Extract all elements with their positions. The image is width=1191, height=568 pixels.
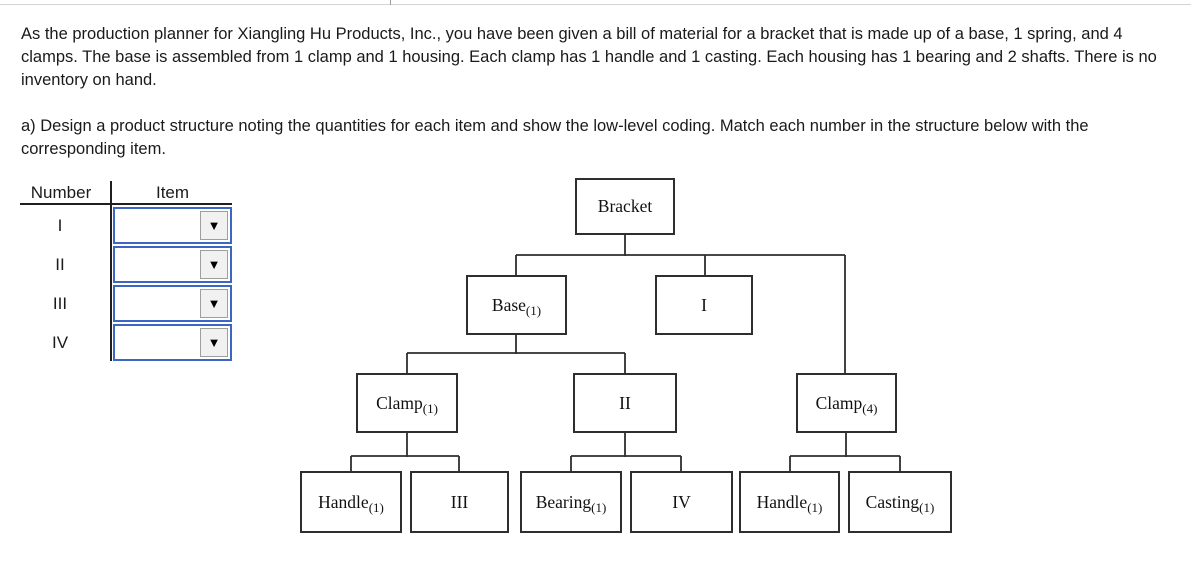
node-label: II: [619, 392, 631, 413]
top-divider-line: [0, 4, 1191, 5]
node-quantity: (1): [919, 500, 935, 515]
node-label: Base: [491, 294, 526, 315]
dropdown-button[interactable]: ▼: [200, 250, 228, 279]
column-header-number: Number: [30, 183, 92, 202]
item-select-1[interactable]: ▼: [113, 207, 232, 244]
row-label-1: I: [57, 215, 63, 235]
item-select-2[interactable]: ▼: [113, 246, 232, 283]
node-label: Bracket: [597, 196, 653, 216]
diagram-node-number-1: I: [655, 275, 753, 335]
diagram-node-number-3: III: [410, 471, 509, 533]
diagram-node-bearing: Bearing(1): [520, 471, 622, 533]
diagram-node-handle-left: Handle(1): [300, 471, 402, 533]
node-label: Handle: [756, 491, 808, 512]
item-select-3[interactable]: ▼: [113, 285, 232, 322]
table-header-underline: [20, 203, 232, 205]
dropdown-arrow-icon: ▼: [207, 335, 221, 350]
question-paragraph: As the production planner for Xiangling …: [21, 25, 1157, 89]
node-quantity: (1): [807, 500, 823, 515]
node-label: Clamp: [815, 392, 863, 413]
diagram-node-number-4: IV: [630, 471, 733, 533]
dropdown-button[interactable]: ▼: [200, 328, 228, 357]
node-label: Handle: [318, 491, 369, 512]
diagram-node-clamp-4: Clamp(4): [796, 373, 897, 433]
node-label: III: [450, 491, 469, 512]
dropdown-button[interactable]: ▼: [200, 211, 228, 240]
node-label: Clamp: [376, 392, 423, 413]
row-label-4: IV: [51, 332, 69, 352]
node-quantity: (1): [422, 401, 438, 416]
dropdown-arrow-icon: ▼: [207, 218, 221, 233]
node-label: Casting: [865, 491, 920, 512]
table-column-divider: [110, 181, 112, 361]
top-divider-tick: [390, 0, 391, 5]
diagram-node-handle-right: Handle(1): [739, 471, 840, 533]
item-select-4[interactable]: ▼: [113, 324, 232, 361]
node-quantity: (1): [591, 500, 607, 515]
dropdown-arrow-icon: ▼: [207, 257, 221, 272]
diagram-node-bracket: Bracket: [575, 178, 675, 235]
column-header-item: Item: [155, 183, 190, 202]
dropdown-arrow-icon: ▼: [207, 296, 221, 311]
node-quantity: (4): [862, 401, 878, 416]
dropdown-button[interactable]: ▼: [200, 289, 228, 318]
node-label: I: [701, 294, 707, 315]
node-quantity: (1): [368, 500, 384, 515]
node-label: Bearing: [535, 491, 592, 512]
node-quantity: (1): [525, 303, 542, 318]
diagram-node-casting: Casting(1): [848, 471, 952, 533]
row-label-3: III: [52, 293, 68, 313]
diagram-node-clamp-under-base: Clamp(1): [356, 373, 458, 433]
row-label-2: II: [55, 254, 65, 274]
diagram-node-base: Base(1): [466, 275, 567, 335]
node-label: IV: [672, 491, 691, 512]
diagram-node-number-2: II: [573, 373, 677, 433]
part-a-instructions: a) Design a product structure noting the…: [21, 117, 1089, 158]
